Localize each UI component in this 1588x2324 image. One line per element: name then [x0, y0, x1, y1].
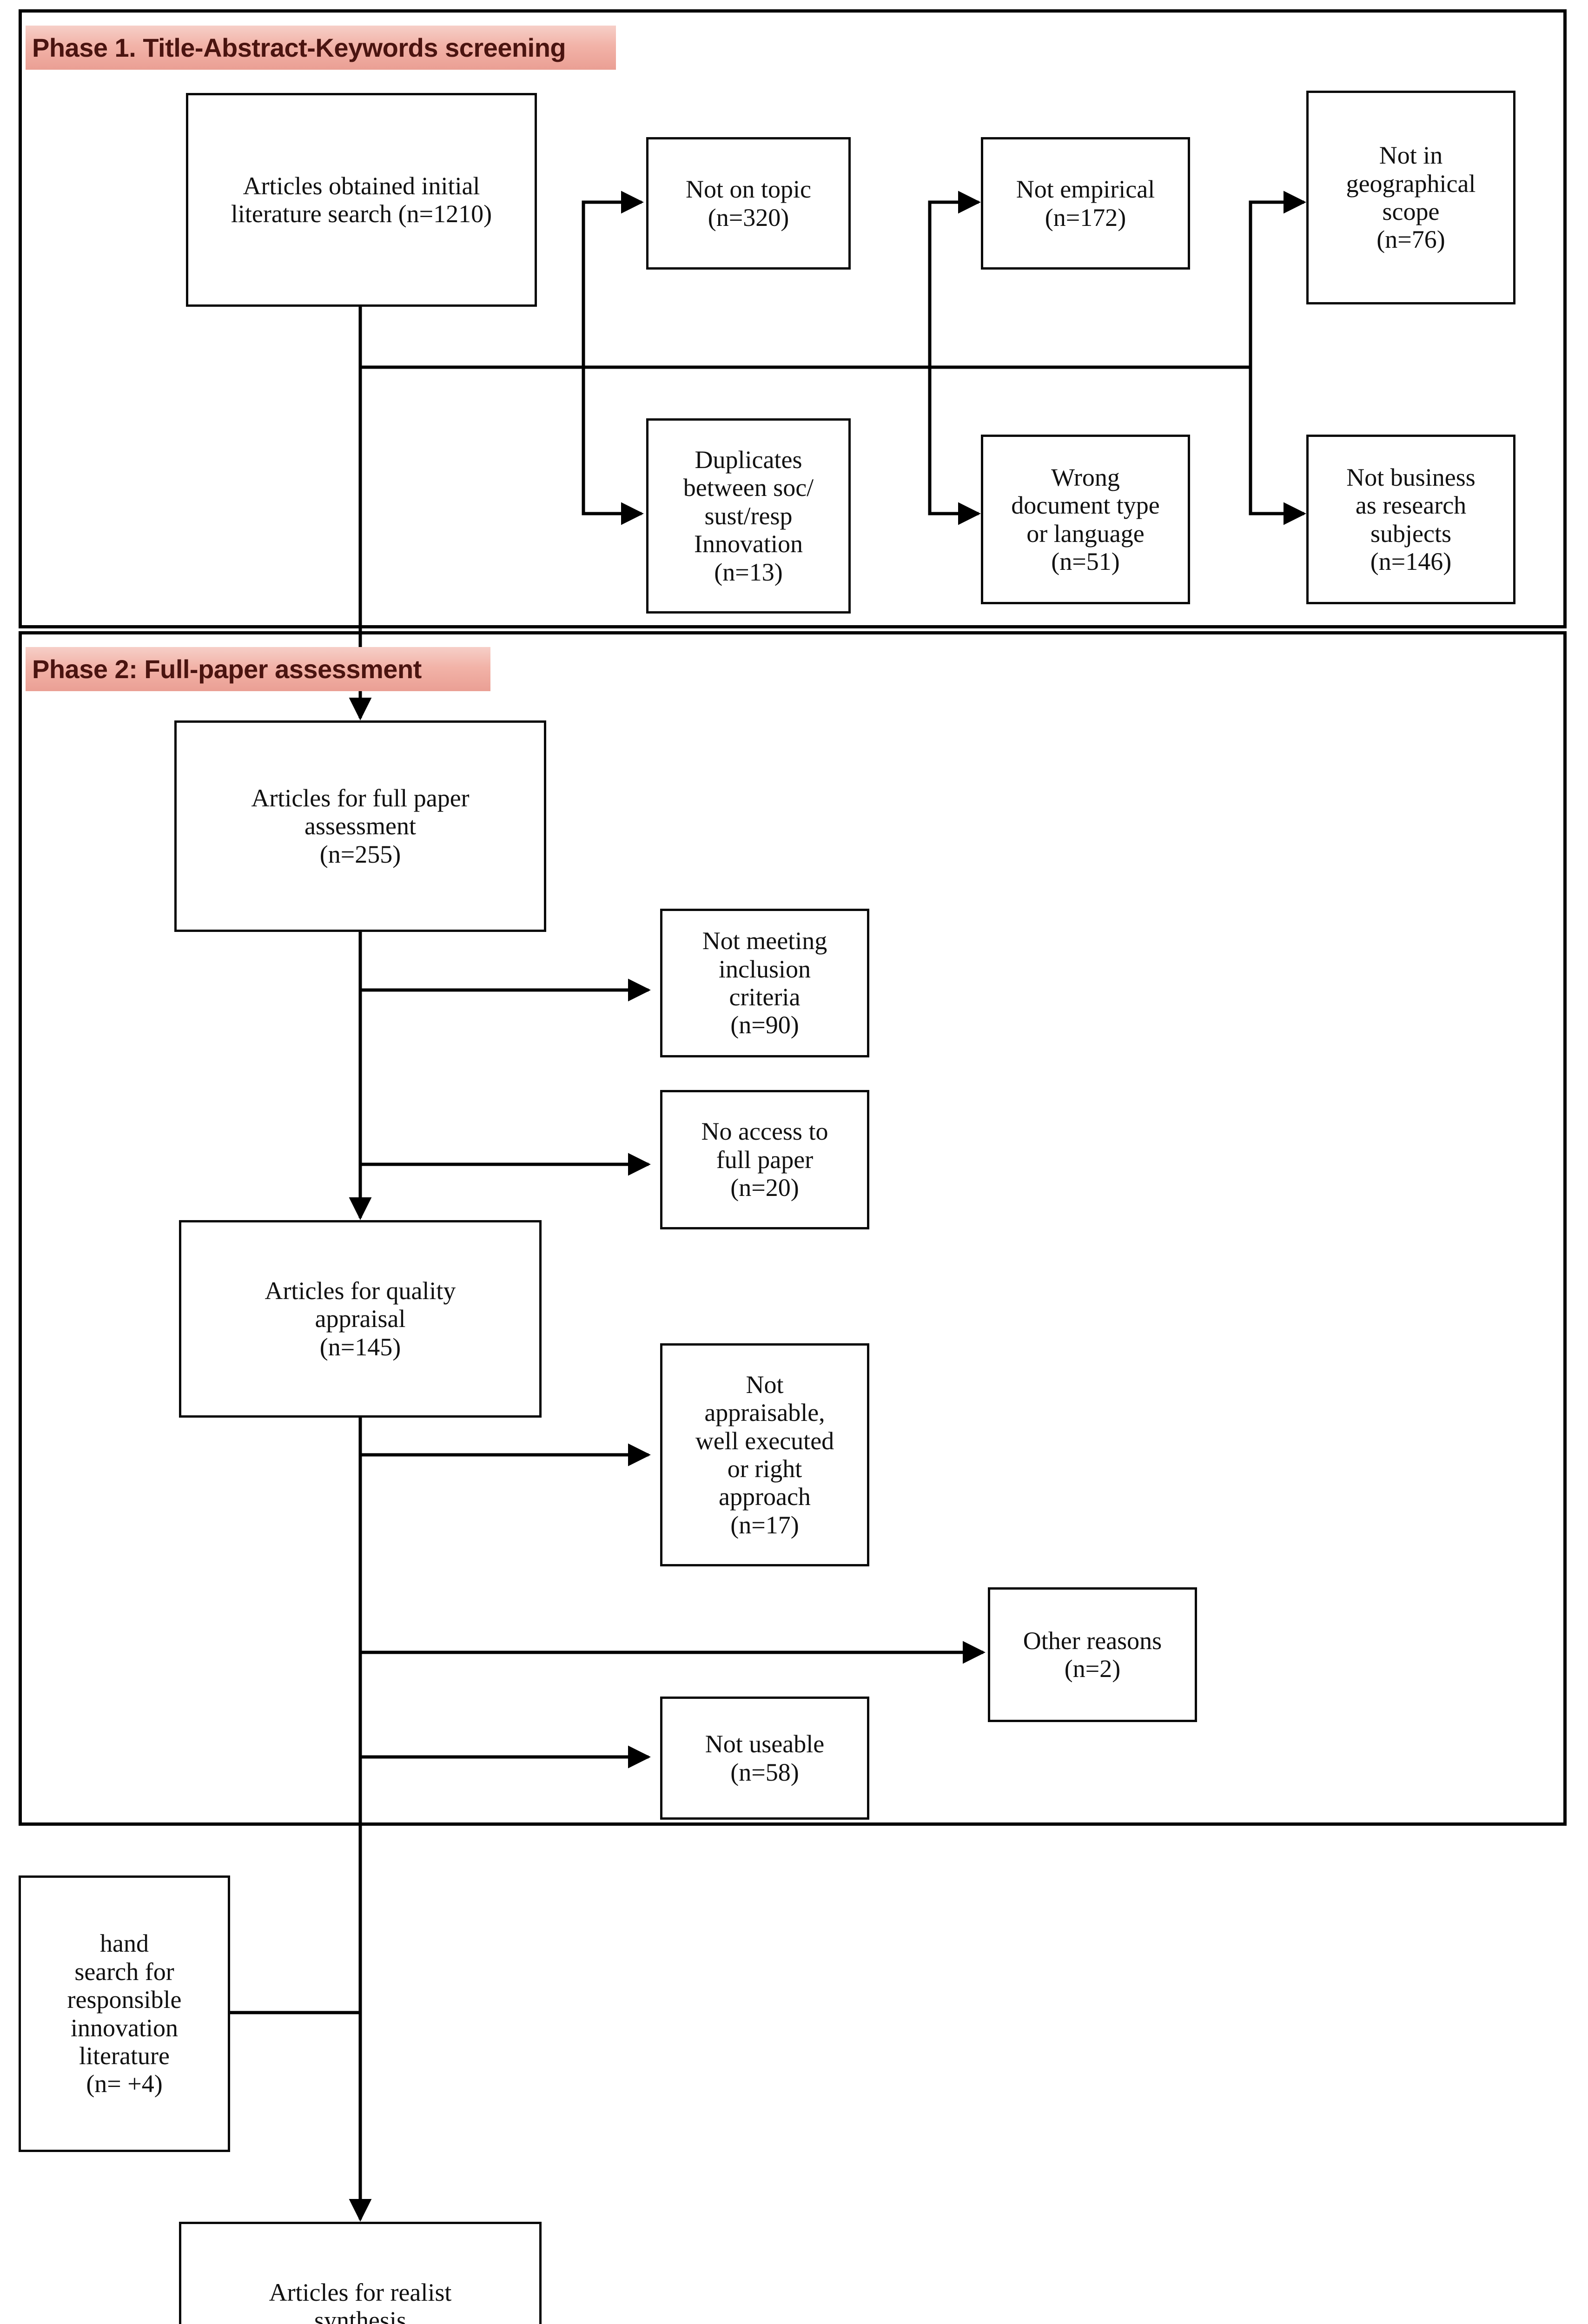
phase1-banner-label: Phase 1. Title-Abstract-Keywords screeni…	[32, 33, 566, 62]
phase1-panel	[19, 9, 1567, 628]
edge-to-duplicates	[582, 367, 644, 525]
node-not-empirical-label: Not empirical(n=172)	[1016, 175, 1155, 231]
node-other-reasons[interactable]: Other reasons(n=2)	[988, 1587, 1197, 1722]
edge-to-not-business	[1249, 367, 1306, 525]
node-not-on-topic[interactable]: Not on topic(n=320)	[646, 137, 851, 270]
node-not-empirical[interactable]: Not empirical(n=172)	[981, 137, 1190, 270]
node-other-reasons-label: Other reasons(n=2)	[1023, 1626, 1162, 1683]
phase2-panel	[19, 631, 1567, 1826]
phase2-banner: Phase 2: Full-paper assessment	[26, 647, 490, 691]
edge-to-not-on-topic	[582, 191, 644, 367]
edge-to-not-empirical	[928, 191, 981, 367]
node-not-on-topic-label: Not on topic(n=320)	[686, 175, 811, 231]
node-not-useable-label: Not useable(n=58)	[705, 1730, 825, 1786]
phase1-banner: Phase 1. Title-Abstract-Keywords screeni…	[26, 26, 616, 70]
phase2-banner-label: Phase 2: Full-paper assessment	[32, 654, 422, 684]
node-not-useable[interactable]: Not useable(n=58)	[660, 1697, 869, 1820]
edge-to-wrong-doc-type	[928, 367, 981, 525]
edge-to-not-geographical	[1249, 191, 1306, 367]
